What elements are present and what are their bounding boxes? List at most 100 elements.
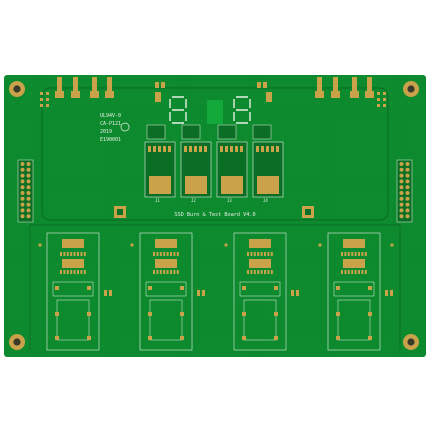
- pin-header-pin: [20, 191, 25, 195]
- lower-via-row: [38, 243, 394, 247]
- socket-corner-pad: [87, 286, 91, 290]
- test-chip-left: [114, 206, 126, 218]
- socket-side-cap: [390, 290, 393, 296]
- ul-recognition-icon: [120, 122, 130, 132]
- socket-pin: [364, 252, 367, 256]
- socket-pin: [66, 270, 69, 274]
- socket-pin: [170, 252, 172, 256]
- socket-pin: [176, 270, 179, 274]
- socket-corner-pad: [368, 336, 372, 340]
- socket-pin: [361, 252, 364, 256]
- socket-pin: [60, 252, 62, 256]
- socket-mid-pad: [249, 259, 271, 268]
- top-connector-2-label: J2: [191, 198, 196, 203]
- socket-corner-pad: [368, 286, 372, 290]
- marking-code: CA-P121: [100, 121, 121, 127]
- socket-pin: [66, 252, 69, 256]
- pin-header-frame: [396, 159, 413, 223]
- top-connector-3-label: J3: [227, 198, 232, 203]
- socket-corner-pad: [336, 336, 340, 340]
- socket-corner-pad: [180, 286, 184, 290]
- pin-header-pin: [399, 191, 404, 195]
- socket-pin: [267, 270, 270, 274]
- socket-pin: [77, 270, 79, 274]
- socket-outline: [233, 232, 287, 351]
- pin-header-pin: [405, 208, 410, 213]
- socket-corner-pad: [336, 286, 340, 290]
- socket-pin: [267, 252, 270, 256]
- socket-pin: [77, 252, 79, 256]
- socket-mid-pad: [62, 259, 84, 268]
- socket-top-pad: [62, 239, 84, 248]
- socket-top-pad: [249, 239, 271, 248]
- socket-pin: [260, 252, 263, 256]
- socket-body-outline: [149, 299, 183, 341]
- trace-outline-lower: [29, 224, 401, 350]
- socket-side-cap: [291, 290, 294, 296]
- socket-corner-pad: [368, 312, 372, 316]
- top-connector-3: J3: [216, 141, 248, 203]
- socket-pin: [73, 270, 76, 274]
- pin-header-pin: [20, 202, 25, 207]
- pin-header-pin: [399, 167, 404, 172]
- top-connector-2: J2: [180, 141, 212, 203]
- socket-pin: [83, 270, 86, 274]
- socket-pin: [361, 270, 364, 274]
- socket-pin: [173, 252, 176, 256]
- socket-body-outline: [56, 299, 90, 341]
- socket-key-outline: [52, 281, 94, 297]
- top-connector-4: J4: [252, 141, 284, 203]
- socket-corner-pad: [87, 312, 91, 316]
- pin-header-pin: [20, 162, 25, 166]
- pin-header-pin: [26, 185, 31, 190]
- socket-pin: [73, 252, 76, 256]
- pin-header-pin: [399, 202, 404, 207]
- pin-header-pin: [399, 214, 404, 219]
- socket-pin: [264, 252, 266, 256]
- socket-pin: [173, 270, 176, 274]
- socket-pin: [163, 270, 166, 274]
- pin-header-pin: [20, 196, 25, 201]
- socket-body-outline: [243, 299, 277, 341]
- ssd-socket-group: [46, 232, 393, 351]
- socket-pin: [60, 270, 62, 274]
- marking-date: 2019: [100, 129, 112, 135]
- mounting-hole-top-left: [9, 81, 25, 97]
- pin-header-pin: [405, 191, 410, 195]
- pin-header-pin: [405, 196, 410, 201]
- socket-top-pad: [343, 239, 365, 248]
- ssd-socket-1: [46, 232, 112, 351]
- socket-corner-pad: [55, 336, 59, 340]
- socket-corner-pad: [148, 336, 152, 340]
- pin-header-pin: [405, 179, 410, 184]
- pin-header-left: [17, 159, 34, 223]
- pin-header-pin: [20, 173, 25, 178]
- pin-header-pin: [26, 173, 31, 178]
- pin-header-pin: [405, 162, 410, 166]
- socket-corner-pad: [55, 286, 59, 290]
- seven-segment-left: [169, 96, 187, 124]
- socket-pin: [166, 252, 169, 256]
- pin-header-pin: [405, 185, 410, 190]
- socket-corner-pad: [274, 312, 278, 316]
- pin-header-pin: [405, 173, 410, 178]
- power-tabs-left: [55, 77, 114, 98]
- ground-plane-outline: [41, 87, 389, 221]
- socket-pin: [347, 270, 350, 274]
- socket-pin: [70, 270, 73, 274]
- socket-corner-pad: [180, 312, 184, 316]
- mounting-hole-bottom-right: [403, 334, 419, 350]
- pin-header-pin: [20, 167, 25, 172]
- socket-corner-pad: [242, 336, 246, 340]
- pin-header-pin: [26, 196, 31, 201]
- pin-header-pin: [20, 179, 25, 184]
- socket-pin: [270, 270, 273, 274]
- socket-body-outline: [337, 299, 371, 341]
- pin-header-frame: [17, 159, 34, 223]
- socket-pin: [156, 270, 159, 274]
- socket-pin: [70, 252, 73, 256]
- socket-pin: [354, 252, 357, 256]
- socket-key-outline: [145, 281, 187, 297]
- socket-key-outline: [239, 281, 281, 297]
